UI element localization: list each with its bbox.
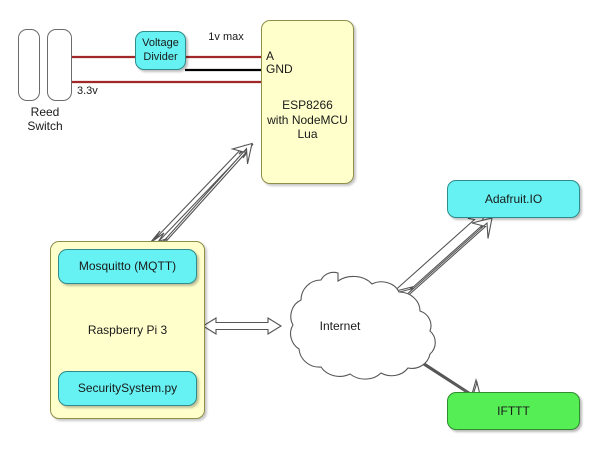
esp8266-pin-gnd-label: GND [266, 62, 293, 76]
adafruit-io-label: Adafruit.IO [484, 191, 543, 206]
ifttt-node[interactable]: IFTTT [447, 392, 580, 430]
arrow-esp-to-mosquitto [149, 143, 254, 244]
esp8266-pin-a-label: A [266, 49, 275, 63]
adafruit-io-node[interactable]: Adafruit.IO [447, 180, 580, 218]
wire-label-1v-max: 1v max [208, 31, 244, 43]
internet-label: Internet [319, 319, 361, 333]
voltage-divider-label: Voltage Divider [142, 37, 179, 63]
voltage-divider-node[interactable]: Voltage Divider [135, 31, 186, 70]
esp8266-label: ESP8266 with NodeMCU Lua [267, 98, 348, 142]
raspberry-pi-label: Raspberry Pi 3 [87, 322, 168, 337]
reed-switch-contact-right [47, 29, 72, 101]
esp8266-node[interactable]: ESP8266 with NodeMCU Lua [261, 20, 354, 184]
arrow-pi-to-internet [201, 317, 283, 335]
reed-switch-label: Reed Switch [27, 105, 63, 134]
mosquitto-node[interactable]: Mosquitto (MQTT) [58, 249, 197, 284]
security-system-label: SecuritySystem.py [77, 381, 178, 396]
reed-switch-contact-left [18, 29, 40, 101]
ifttt-label: IFTTT [497, 403, 530, 418]
internet-cloud-shape [290, 271, 436, 380]
mosquitto-label: Mosquitto (MQTT) [78, 259, 177, 274]
wire-label-3v3: 3.3v [77, 85, 98, 97]
security-system-node[interactable]: SecuritySystem.py [58, 371, 197, 406]
